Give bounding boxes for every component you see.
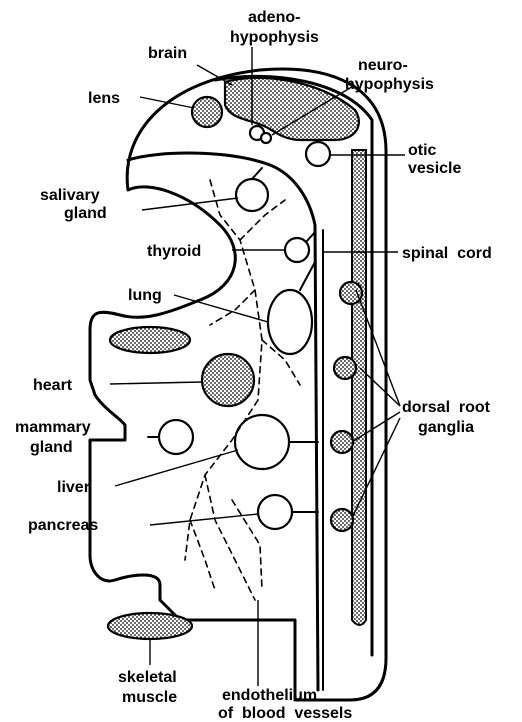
label-mammary-1: mammary xyxy=(15,419,91,436)
label-otic-2: vesicle xyxy=(408,160,461,177)
lung xyxy=(268,290,312,354)
pancreas xyxy=(258,495,292,529)
label-neurohypophysis-2: hypophysis xyxy=(345,76,434,93)
label-otic-1: otic xyxy=(408,142,437,159)
label-skeletal-1: skeletal xyxy=(118,669,177,686)
lung-bud xyxy=(300,262,315,290)
spinal-cord xyxy=(352,150,366,625)
dorsal-root-ganglion-4 xyxy=(331,509,353,531)
label-neurohypophysis-1: neuro- xyxy=(358,57,408,74)
label-spinal-cord: spinal cord xyxy=(402,245,492,262)
gut-tube xyxy=(128,153,318,690)
label-brain: brain xyxy=(148,45,187,62)
label-salivary-2: gland xyxy=(64,205,107,222)
label-salivary-1: salivary xyxy=(40,187,100,204)
muscle-upper xyxy=(110,327,190,353)
skeletal-muscle xyxy=(108,613,192,639)
label-dorsal-root-1: dorsal root xyxy=(402,399,491,416)
heart xyxy=(202,354,254,406)
otic-vesicle xyxy=(306,142,330,166)
label-lens: lens xyxy=(88,90,120,107)
label-pancreas: pancreas xyxy=(28,517,98,534)
label-adenohypophysis-2: hypophysis xyxy=(230,29,319,46)
label-liver: liver xyxy=(57,479,90,496)
dorsal-root-ganglion-1 xyxy=(340,282,362,304)
label-mammary-2: gland xyxy=(30,439,73,456)
label-endothelium-1: endothelium xyxy=(222,687,317,704)
brain xyxy=(225,78,359,140)
dorsal-root-ganglion-3 xyxy=(331,431,353,453)
lens xyxy=(192,97,222,127)
label-heart: heart xyxy=(33,377,73,394)
salivary-duct xyxy=(252,168,262,179)
mammary-gland xyxy=(159,420,193,454)
label-skeletal-2: muscle xyxy=(122,689,177,706)
label-endothelium-2: of blood vessels xyxy=(218,705,352,722)
label-thyroid: thyroid xyxy=(147,243,201,260)
label-dorsal-root-2: ganglia xyxy=(418,419,474,436)
label-lung: lung xyxy=(128,287,162,304)
label-adenohypophysis-1: adeno- xyxy=(248,9,300,26)
neurohypophysis xyxy=(261,133,271,143)
dorsal-root-ganglion-2 xyxy=(334,357,356,379)
salivary-gland xyxy=(236,179,268,211)
